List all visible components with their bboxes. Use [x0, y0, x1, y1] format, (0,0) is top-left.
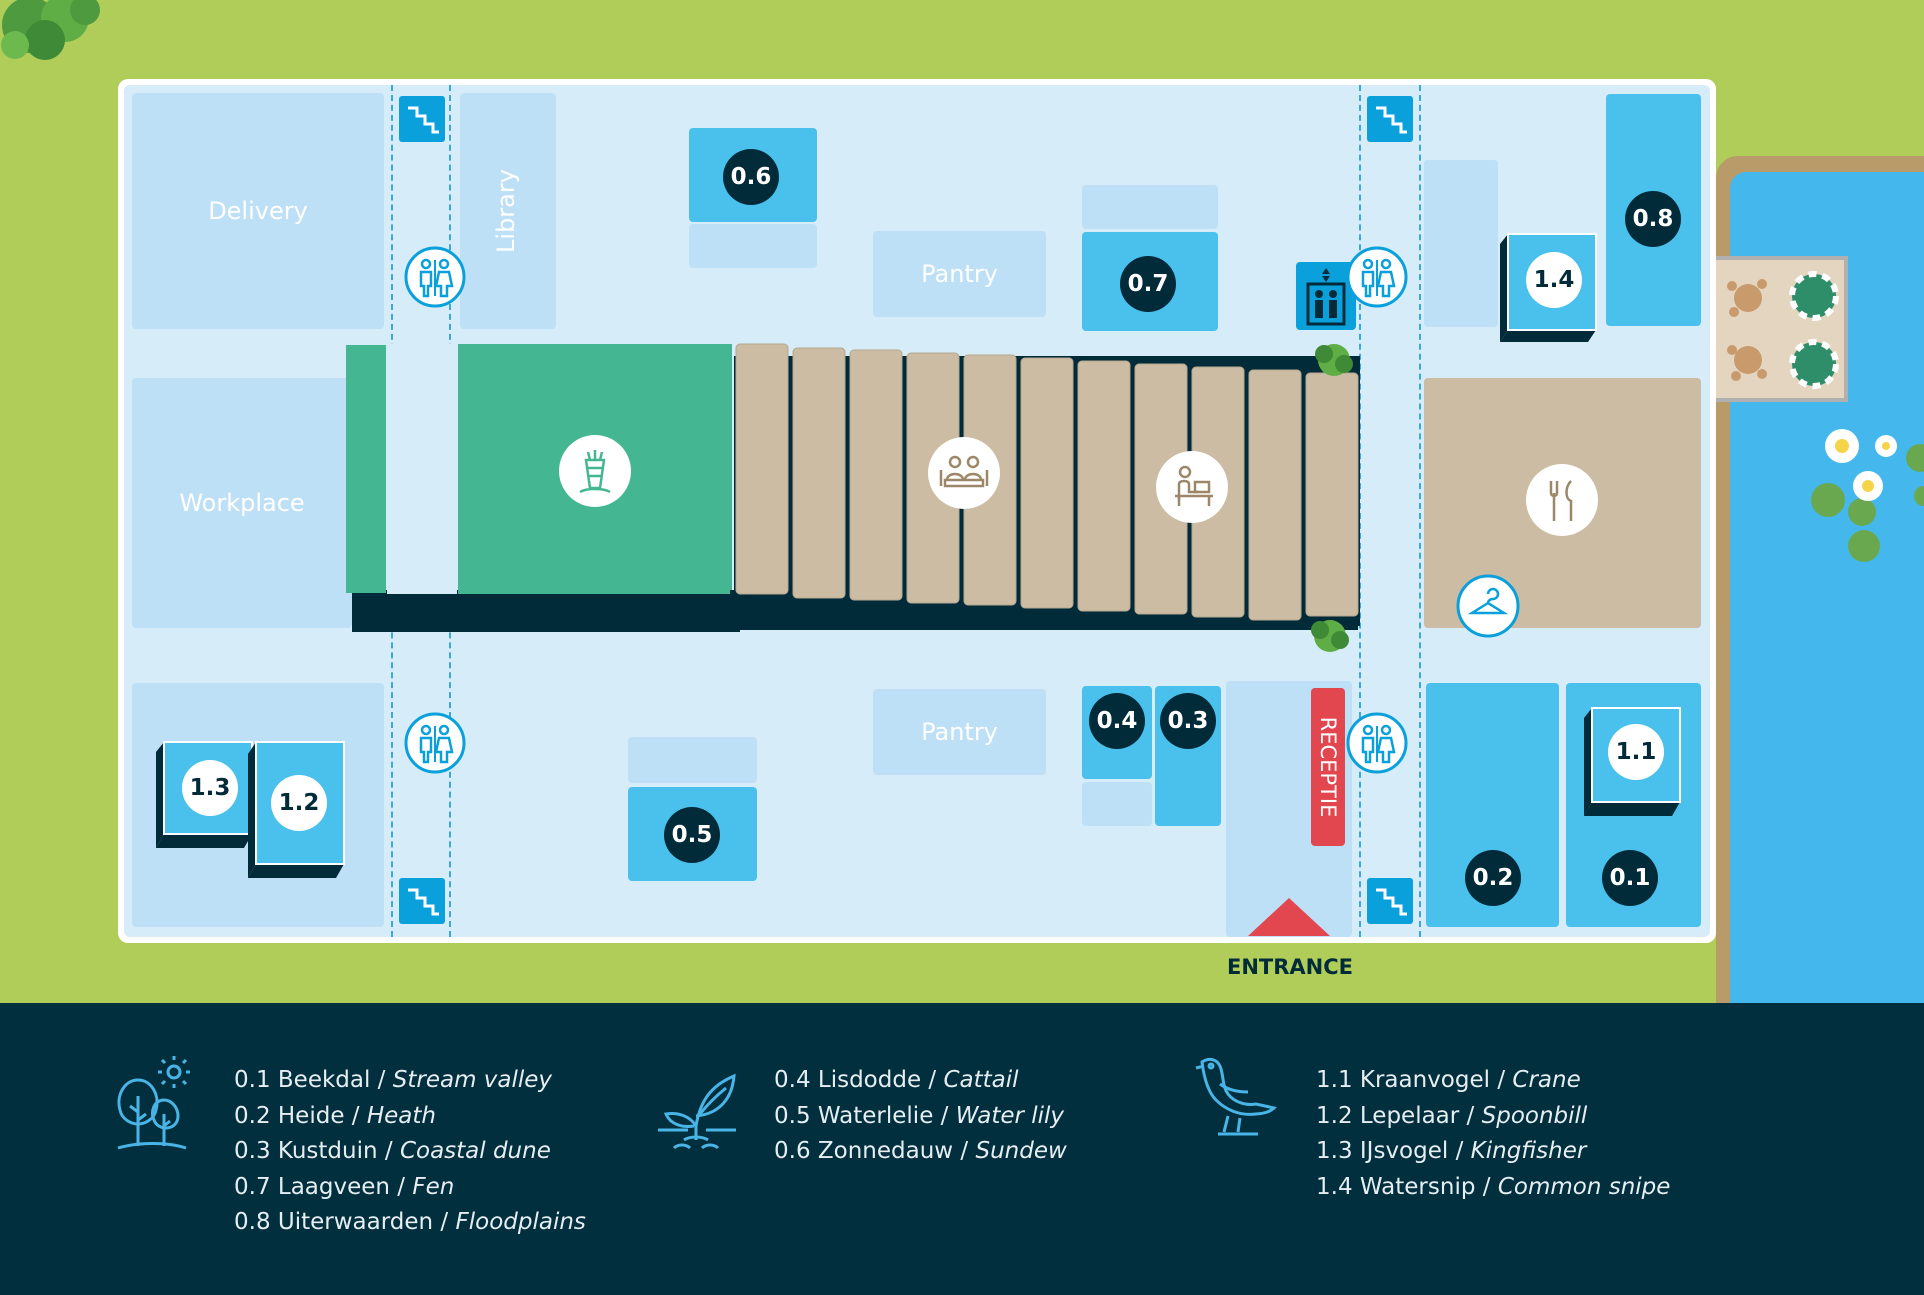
room-badge-07: 0.7	[1120, 256, 1176, 312]
room-badge-11: 1.1	[1608, 724, 1664, 780]
zone-06-annex	[689, 224, 817, 268]
green-zone-left	[346, 345, 386, 593]
legend-item: 0.8 Uiterwaarden / Floodplains	[234, 1209, 586, 1235]
room-badge-14: 1.4	[1526, 252, 1582, 308]
legend-item: 0.7 Laagveen / Fen	[234, 1173, 455, 1200]
restroom-icon	[404, 246, 466, 308]
desk-worker-icon	[1156, 451, 1228, 523]
room-badge-08: 0.8	[1625, 191, 1681, 247]
pantry-top-label: Pantry	[921, 260, 998, 288]
legend-item: 0.6 Zonnedauw / Sundew	[774, 1138, 1067, 1164]
room-badge-01: 0.1	[1602, 850, 1658, 906]
zone-05-annex	[628, 737, 757, 783]
legend-group-1: 0.1 Beekdal / Stream valley 0.2 Heide / …	[234, 1063, 586, 1241]
legend-item: 1.3 IJsvogel / Kingfisher	[1316, 1138, 1587, 1164]
room-badge-13: 1.3	[182, 760, 238, 816]
restroom-icon	[1346, 712, 1408, 774]
room-badge-03: 0.3	[1160, 693, 1216, 749]
library-label: Library	[492, 169, 520, 253]
room-badge-12: 1.2	[271, 775, 327, 831]
legend-group-3: 1.1 Kraanvogel / Crane 1.2 Lepelaar / Sp…	[1316, 1063, 1670, 1205]
legend-item: 0.4 Lisdodde / Cattail	[774, 1067, 1019, 1093]
pantry-bottom-label: Pantry	[921, 718, 998, 746]
legend-item: 1.4 Watersnip / Common snipe	[1316, 1173, 1671, 1200]
pantry-bottom: Pantry	[873, 689, 1046, 775]
corridor-cross-green	[387, 344, 457, 594]
pod-13	[156, 741, 253, 848]
stairs-icon	[399, 96, 445, 142]
room-badge-02: 0.2	[1465, 850, 1521, 906]
meeting-people-icon	[928, 437, 1000, 509]
corridor-right	[1359, 85, 1421, 937]
reception-desk	[1311, 688, 1345, 846]
legend-panel	[0, 1003, 1924, 1295]
workplace-zone: Workplace	[132, 378, 352, 628]
pantry-top: Pantry	[873, 231, 1046, 317]
room-badge-04: 0.4	[1089, 693, 1145, 749]
carrot-market-icon	[559, 435, 631, 507]
legend-item: 0.3 Kustduin / Coastal dune	[234, 1138, 551, 1164]
plant-top	[1315, 344, 1353, 376]
tree-top-left	[1, 0, 100, 60]
trees-sun-icon	[117, 1056, 190, 1150]
delivery-label: Delivery	[208, 197, 308, 225]
library-zone	[460, 93, 556, 329]
bird-icon	[1195, 1057, 1277, 1136]
reception-label: RECEPTIE	[1316, 716, 1340, 818]
legend-item: 1.1 Kraanvogel / Crane	[1316, 1067, 1581, 1093]
restroom-icon	[404, 712, 466, 774]
green-zone-shadow	[352, 590, 740, 632]
entrance-arrow-icon	[1248, 898, 1330, 936]
delivery-zone: Delivery	[132, 93, 384, 329]
water-lilies	[1811, 429, 1924, 562]
room-badge-05: 0.5	[664, 807, 720, 863]
workplace-label: Workplace	[179, 489, 305, 517]
legend-item: 1.2 Lepelaar / Spoonbill	[1316, 1102, 1588, 1129]
stairs-icon	[1367, 878, 1413, 924]
entrance-label: ENTRANCE	[1227, 955, 1353, 979]
plant-bottom	[1311, 620, 1349, 652]
elevator-icon	[1296, 262, 1356, 330]
restroom-icon	[1346, 246, 1408, 308]
zone-07-annex	[1082, 185, 1218, 229]
legend-item: 0.1 Beekdal / Stream valley	[234, 1067, 553, 1093]
zone-04-annex	[1082, 782, 1152, 826]
sprout-icon	[658, 1073, 736, 1150]
terrace-seating	[1712, 256, 1848, 402]
restaurant-cutlery-icon	[1526, 464, 1598, 536]
cloakroom-hanger-icon	[1456, 574, 1520, 638]
legend-item: 0.5 Waterlelie / Water lily	[774, 1102, 1065, 1129]
zone-right-top-small	[1424, 160, 1498, 327]
stairs-icon	[1367, 96, 1413, 142]
workspace-slats	[734, 343, 1360, 626]
room-badge-06: 0.6	[723, 149, 779, 205]
legend-item: 0.2 Heide / Heath	[234, 1102, 436, 1129]
legend-group-2: 0.4 Lisdodde / Cattail 0.5 Waterlelie / …	[774, 1063, 1067, 1170]
stairs-icon	[399, 878, 445, 924]
